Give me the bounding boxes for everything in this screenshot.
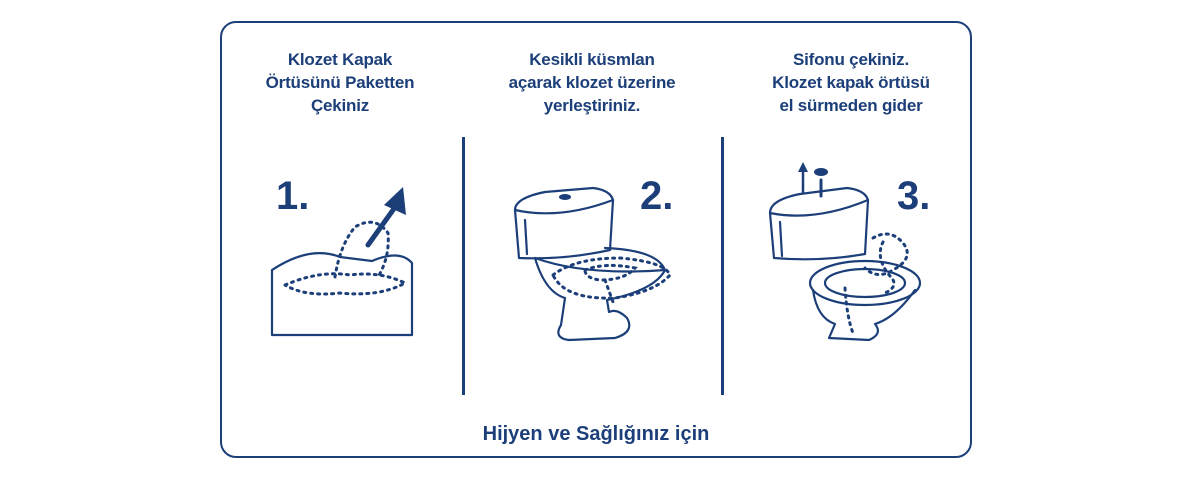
step-1-number: 1. [276,174,310,218]
step-2-instruction: Kesikli küsmlan açarak klozet üzerine ye… [477,48,707,117]
step-1-line-3: Çekiniz [310,96,370,115]
step-3-line-2: Klozet kapak örtüsü [772,73,930,92]
arrow-up-icon [798,162,808,172]
step-2-number: 2. [640,174,674,218]
flush-knob-icon [814,168,828,176]
arrow-up-icon [384,187,406,215]
instruction-frame [220,21,972,458]
step-1-instruction: Klozet Kapak Örtüsünü Paketten Çekiniz [225,48,455,117]
step-3-instruction: Sifonu çekiniz. Klozet kapak örtüsü el s… [736,48,966,117]
flush-button-icon [559,194,571,200]
box-with-cover-icon [270,187,414,337]
step-2-line-1: Kesikli küsmlan [529,50,655,69]
footer-slogan: Hijyen ve Sağlığınız için [482,423,710,445]
step-1-line-1: Klozet Kapak [287,50,393,69]
divider-2 [721,137,724,395]
step-3-line-3: el sürmeden gider [779,96,923,115]
step-3-line-1: Sifonu çekiniz. [792,50,910,69]
toilet-flush-icon [768,162,922,342]
step-1-line-2: Örtüsünü Paketten [265,73,415,92]
divider-1 [462,137,465,395]
toilet-with-cover-icon [513,186,672,342]
step-2-line-3: yerleştiriniz. [543,96,641,115]
step-2-line-2: açarak klozet üzerine [508,73,676,92]
step-3-number: 3. [897,174,931,218]
